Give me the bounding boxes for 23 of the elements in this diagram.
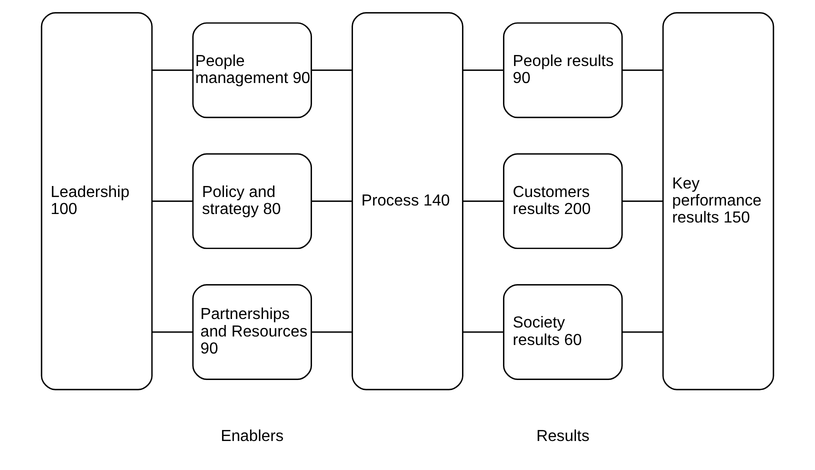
node-box: Partnerships and Resources 90 — [192, 284, 312, 380]
connector — [312, 70, 352, 71]
connector — [462, 70, 504, 71]
connector — [622, 70, 663, 71]
connector — [152, 70, 193, 71]
node-box: Customers results 200 — [503, 153, 623, 250]
node-box: Policy and strategy 80 — [192, 153, 312, 250]
node-box: Key performance results 150 — [662, 12, 774, 390]
node-box: Society results 60 — [503, 284, 623, 380]
node-box: People results 90 — [503, 22, 623, 118]
label: Results — [536, 428, 590, 445]
connector — [152, 331, 193, 333]
node-box: People management 90 — [192, 22, 312, 118]
connector — [152, 200, 193, 202]
connector — [312, 200, 352, 202]
node-box: Leadership 100 — [40, 12, 153, 390]
connector — [622, 331, 663, 333]
connector — [462, 331, 504, 333]
label: Enablers — [220, 428, 284, 445]
connector — [312, 331, 352, 333]
node-box: Process 140 — [352, 12, 464, 390]
connector — [622, 200, 663, 202]
connector — [462, 200, 504, 202]
